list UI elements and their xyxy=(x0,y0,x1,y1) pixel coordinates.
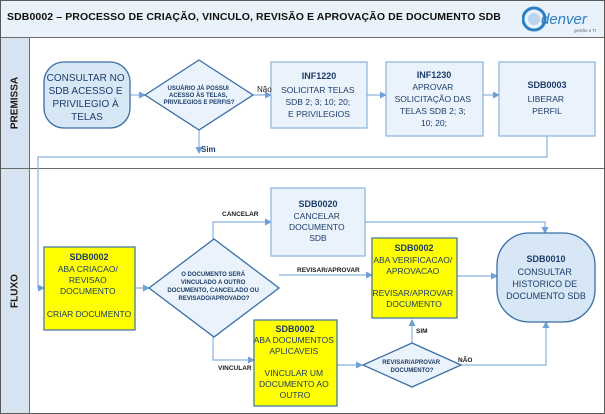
node-sdb0002-documentos-code: SDB0002 xyxy=(275,324,314,334)
node-inf1220-code: INF1220 xyxy=(302,71,337,81)
edge-nao xyxy=(461,321,550,366)
edge-label-nao2: NÃO xyxy=(458,355,472,364)
decision-documento-label: O DOCUMENTO SERÁ VINCULADO A OUTRO DOCUM… xyxy=(167,271,260,302)
lane-premissa: PREMISSA xyxy=(1,38,604,169)
logo-text: denver xyxy=(541,11,588,28)
edge-sdb0020-sdb0010 xyxy=(365,221,549,234)
edge-sdb0003-flow xyxy=(37,136,548,292)
logo-tagline: gestão e TI xyxy=(574,28,596,33)
node-sdb0002-criacao-code: SDB0002 xyxy=(69,252,108,262)
node-consultar-label: CONSULTAR NO SDB ACESSO E PRIVILEGIO À T… xyxy=(47,73,128,123)
decision-acesso xyxy=(143,59,255,131)
node-inf1220-label: SOLICITAR TELAS SDB 2; 3; 10; 20; E PRIV… xyxy=(281,85,357,119)
edge-label-vincular: VINCULAR xyxy=(218,365,252,372)
edge-label-nao: Não xyxy=(257,85,272,94)
decision-acesso-label: USUÁRIO JÁ POSSUI ACESSO ÀS TELAS, PRIVI… xyxy=(163,85,234,106)
edge-label-cancelar: CANCELAR xyxy=(222,211,259,218)
node-sdb0010-label: CONSULTAR HISTORICO DE DOCUMENTO SDB xyxy=(506,267,586,301)
edge-label-sim: Sim xyxy=(201,145,216,154)
edge-label-sim2: SIM xyxy=(416,328,428,335)
node-inf1230-code: INF1230 xyxy=(417,70,452,80)
decision-revisar xyxy=(361,342,463,388)
node-sdb0002-criacao xyxy=(43,246,136,331)
node-sdb0020 xyxy=(270,187,366,257)
lane-label-premissa: PREMISSA xyxy=(1,38,30,168)
node-sdb0003-code: SDB0003 xyxy=(527,80,566,90)
decision-documento xyxy=(147,238,281,338)
decision-revisar-label: REVISAR/APROVAR DOCUMENTO? xyxy=(382,360,442,374)
node-sdb0002-criacao-label: ABA CRIACAO/ REVISAO DOCUMENTO CRIAR DOC… xyxy=(47,264,132,319)
lane-fluxo: FLUXO xyxy=(1,169,604,413)
node-consultar xyxy=(43,61,131,129)
node-sdb0002-documentos xyxy=(253,319,338,407)
edge-vincular xyxy=(212,337,255,364)
node-sdb0020-label: CANCELAR DOCUMENTO SDB xyxy=(289,211,347,243)
logo-ring-icon xyxy=(522,6,547,32)
node-inf1220 xyxy=(270,61,368,129)
node-sdb0002-documentos-label: ABA DOCUMENTOS APLICAVEIS VINCULAR UM DO… xyxy=(254,335,337,400)
diagram-title: SDB0002 – PROCESSO DE CRIAÇÃO, VINCULO, … xyxy=(7,11,501,23)
edge-label-revisar: REVISAR/APROVAR xyxy=(297,267,360,274)
node-sdb0020-code: SDB0020 xyxy=(298,199,337,209)
lane-label-fluxo: FLUXO xyxy=(1,169,30,413)
node-sdb0010-code: SDB0010 xyxy=(526,254,565,264)
node-sdb0010 xyxy=(496,232,596,323)
node-sdb0002-verificacao-code: SDB0002 xyxy=(394,243,433,253)
edge-cancelar xyxy=(212,218,272,239)
node-sdb0003-label: LIBERAR PERFIL xyxy=(528,94,567,116)
node-sdb0002-verificacao xyxy=(371,237,458,319)
header-bar: SDB0002 – PROCESSO DE CRIAÇÃO, VINCULO, … xyxy=(1,1,604,38)
node-inf1230 xyxy=(385,61,484,137)
node-sdb0002-verificacao-label: ABA VERIFICACAO/ APROVACAO REVISAR/APROV… xyxy=(373,255,456,309)
node-sdb0003 xyxy=(498,61,596,137)
denver-logo: denver gestão e TI xyxy=(522,6,596,33)
node-inf1230-label: APROVAR SOLICITAÇÃO DAS TELAS SDB 2; 3; … xyxy=(395,82,474,128)
